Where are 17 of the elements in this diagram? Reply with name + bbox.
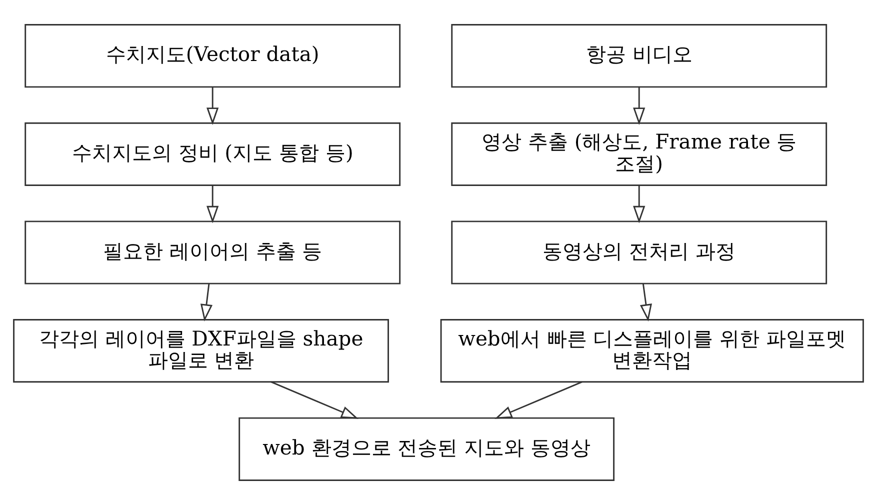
node-box: web에서 빠른 디스플레이를 위한 파일포멧 변환작업 bbox=[440, 318, 864, 382]
arrow bbox=[206, 184, 219, 223]
node-box: 필요한 레이어의 추출 등 bbox=[24, 220, 401, 284]
arrow bbox=[633, 86, 646, 124]
node-box: 각각의 레이어를 DXF파일을 shape 파일로 변환 bbox=[13, 318, 389, 382]
node-box: 수치지도의 정비 (지도 통합 등) bbox=[24, 122, 401, 186]
arrow bbox=[270, 380, 358, 418]
arrow bbox=[206, 86, 219, 124]
node-box: 항공 비디오 bbox=[451, 24, 828, 88]
arrow bbox=[633, 184, 646, 223]
arrow bbox=[494, 380, 582, 418]
node-box: 동영상의 전처리 과정 bbox=[451, 220, 828, 284]
arrow bbox=[640, 283, 652, 322]
node-box: 수치지도(Vector data) bbox=[24, 24, 401, 88]
node-box: web 환경으로 전송된 지도와 동영상 bbox=[238, 416, 615, 480]
node-box: 영상 추출 (해상도, Frame rate 등 조절) bbox=[451, 122, 828, 186]
arrow bbox=[200, 283, 213, 322]
